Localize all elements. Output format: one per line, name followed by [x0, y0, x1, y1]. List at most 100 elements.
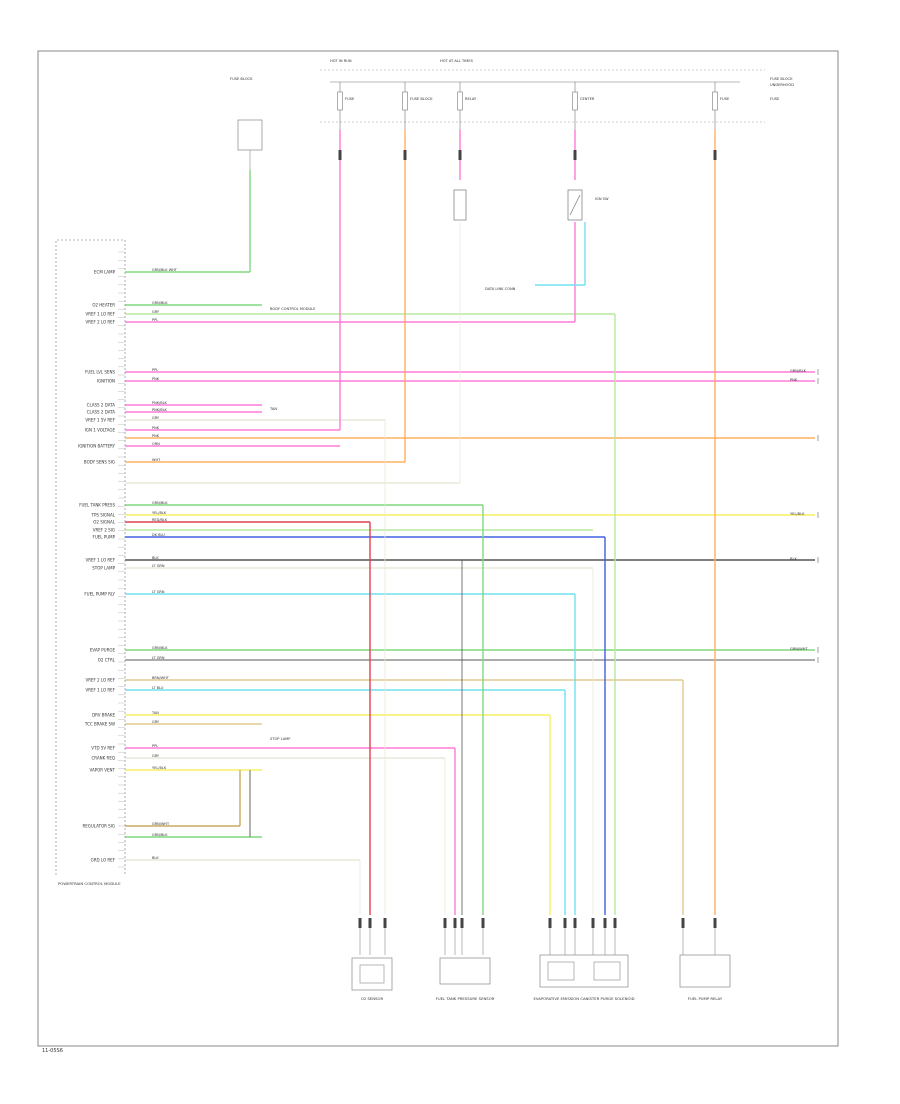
pcm-pin-label: STOP LAMP [92, 566, 115, 571]
o2-wire [380, 419, 386, 915]
pcm-pin-label: EVAP PURGE [90, 648, 116, 653]
fuse-label: FUSE [345, 97, 355, 101]
wire-color-label: DK BLU [152, 533, 165, 537]
wire-color-label: GRN/BLK [152, 501, 168, 505]
wire-color-label: GRN/WHT [152, 822, 170, 826]
connector-pin [573, 918, 577, 928]
vent-valve-body [593, 961, 621, 981]
connector-pin [368, 918, 372, 928]
pcm-pin-label: ECM LAMP [94, 270, 116, 275]
connector-pin [460, 918, 464, 928]
ecm-lamp-component [237, 119, 263, 151]
wire-color-label: GRY [152, 416, 160, 420]
evap-purge-component [539, 954, 629, 988]
component-label: EVAPORATIVE EMISSION CANISTER PURGE SOLE… [533, 996, 634, 1001]
side-label: GRN/BLK [790, 369, 807, 373]
pcm-pin-label: O2 SIGNAL [93, 520, 116, 525]
connector-pin [613, 918, 617, 928]
wire-color-label: YEL/BLK [152, 766, 167, 770]
wire-color-label: GRY [152, 754, 160, 758]
solenoid-component [453, 189, 467, 221]
side-label: TAN [269, 407, 277, 411]
connector-pin [481, 918, 485, 928]
fuse-label: FUSE BLOCK [410, 97, 433, 101]
pcm-pin-label: TCC BRAKE SW [84, 722, 115, 727]
wire-color-label: PNK/BLK [152, 408, 168, 412]
pcm-pin-label: O2 HEATER [92, 303, 115, 308]
wire-color-label: GRN/BLK [152, 833, 168, 837]
component-label: FUEL TANK PRESSURE SENSOR [436, 996, 495, 1001]
side-label: GRN/WHT [790, 647, 808, 651]
pcm-pin-label: VREF 2 LO REF [85, 320, 115, 325]
wire-color-label: PNK/BLK [152, 401, 168, 405]
fuse-label: FUSE [720, 97, 730, 101]
relay-component [567, 189, 583, 221]
wire-color-label: PPL [152, 318, 158, 322]
fuse-symbol [337, 91, 343, 111]
fuse-symbol [457, 91, 463, 111]
fuel-tank-pressure-sensor-component [439, 957, 491, 985]
pcm-pin-label: VREF 1 LO REF [85, 558, 115, 563]
pcm-pin-label: VAPOR VENT [89, 768, 115, 773]
connector-pin [573, 150, 577, 160]
relay-switch [569, 194, 581, 216]
fuel-pump-relay-component [679, 954, 731, 988]
fuse-symbol [572, 91, 578, 111]
wire-color-label: LT GRN [152, 656, 165, 660]
purge-valve-body [547, 961, 575, 981]
wire-color-label: LT BLU [152, 686, 164, 690]
wire-color-label: GRY [152, 720, 160, 724]
wire-color-label: GRN/BLK [152, 301, 168, 305]
connector-pin [681, 918, 685, 928]
fuse-label: HOT IN RUN [330, 59, 352, 63]
wire-color-label: LT GRN [152, 564, 165, 568]
pcm-pin-label: FUEL PUMP [93, 535, 116, 540]
pcm-pin-label: VREF 1 LO REF [85, 312, 115, 317]
pcm-pin-label: TPS SIGNAL [91, 513, 116, 518]
pcm-pin-label: FUEL TANK PRESS [79, 503, 115, 508]
pcm-outline [55, 239, 126, 875]
wire-color-label: GRY [152, 310, 160, 314]
fuse-label: HOT AT ALL TIMES [440, 59, 474, 63]
pcm-pin-label: IGNITION BATTERY [78, 444, 116, 449]
side-label: STOP LAMP [270, 737, 291, 741]
pcm-pin-label: GRD LO REF [91, 858, 116, 863]
pcm-pin-label: DRV BRAKE [92, 713, 115, 718]
wire-color-label: GRN/BLK WHT [152, 268, 178, 272]
pcm-pin-label: CRANK REQ [92, 756, 116, 761]
component-label: POWERTRAIN CONTROL MODULE [58, 881, 121, 886]
wire-color-label: BLK [152, 856, 159, 860]
pcm-pin-label: VTD 5V REF [91, 746, 115, 751]
wire-color-label: BRN/WHT [152, 676, 170, 680]
diagram-frame [37, 50, 839, 1047]
side-label: FUSE BLOCK [230, 77, 253, 81]
connector-pin [603, 918, 607, 928]
components-layer [55, 69, 819, 991]
connector-pin [453, 918, 457, 928]
wire-color-label: WHT [152, 458, 161, 462]
pcm-pin-label: IGNITION [97, 379, 115, 384]
pcm-pin-label: O2 CTRL [98, 658, 116, 663]
connector-pin [458, 150, 462, 160]
connector-pin [563, 918, 567, 928]
wire-color-label: BLK [152, 556, 159, 560]
pcm-pin-label: BODY SENS SIG [84, 460, 115, 465]
wire-color-label: RED/BLK [152, 518, 168, 522]
side-label: IGN SW [595, 197, 609, 201]
pcm-pin-label: VREF 2 LO REF [85, 678, 115, 683]
side-label: BLK [790, 557, 797, 561]
component-label: O2 SENSOR [361, 996, 384, 1001]
wire-color-label: PNK [152, 426, 160, 430]
side-label: BODY CONTROL MODULE [270, 307, 316, 311]
pcm-pin-label: REGULATOR SIG [82, 824, 115, 829]
wire-color-label: PPL [152, 744, 158, 748]
connector-pin [443, 918, 447, 928]
pcm-pin-label: CLASS 2 DATA [87, 410, 116, 415]
pcm-pin-label: VREF 1 5V REF [85, 418, 115, 423]
wires-layer [125, 130, 815, 915]
connector-pin [713, 918, 717, 928]
wire-color-label: PNK [152, 434, 160, 438]
connector-pin [548, 918, 552, 928]
